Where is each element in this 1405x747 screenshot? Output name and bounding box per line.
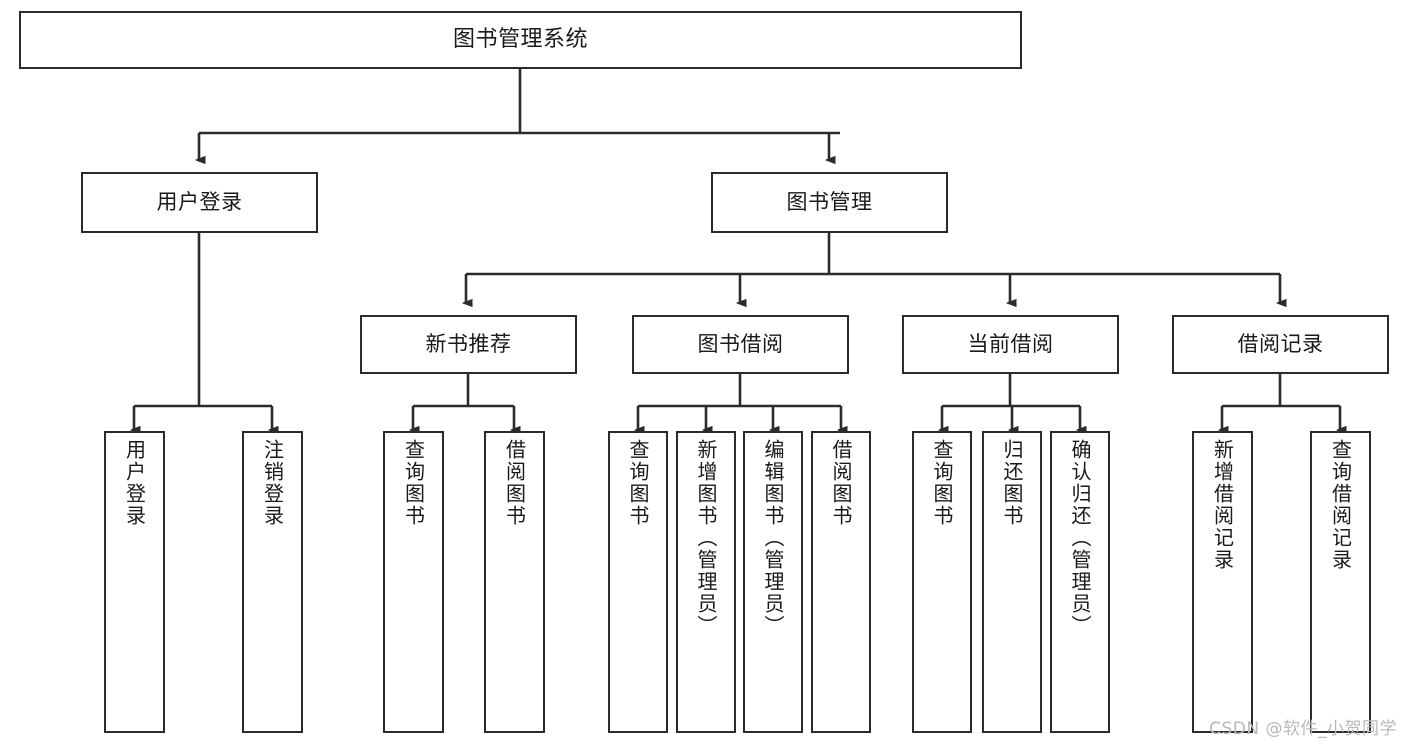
node-label: 新增借阅记录: [1210, 439, 1235, 571]
node-root-system[interactable]: 图书管理系统: [19, 11, 1022, 69]
leaf-current-borrow-confirm-return-admin[interactable]: 确认归还（管理员）: [1050, 431, 1110, 733]
leaf-book-borrow-borrow-book[interactable]: 借阅图书: [811, 431, 871, 733]
node-label: 用户登录: [156, 189, 243, 214]
node-label: 查询图书: [626, 439, 650, 527]
node-label: 借阅图书: [829, 439, 853, 527]
node-label: 图书借阅: [697, 331, 784, 356]
node-borrow-record[interactable]: 借阅记录: [1172, 315, 1389, 374]
leaf-book-borrow-query-book[interactable]: 查询图书: [608, 431, 668, 733]
leaf-book-borrow-edit-book-admin[interactable]: 编辑图书（管理员）: [743, 431, 803, 733]
node-label: 新书推荐: [425, 331, 512, 356]
node-label: 查询图书: [401, 439, 426, 527]
node-label: 编辑图书（管理员）: [761, 439, 785, 637]
node-current-borrow[interactable]: 当前借阅: [902, 315, 1119, 374]
leaf-current-borrow-query-book[interactable]: 查询图书: [912, 431, 972, 733]
node-label: 用户登录: [122, 439, 147, 527]
node-user-login[interactable]: 用户登录: [81, 172, 318, 233]
node-label: 图书管理系统: [452, 26, 588, 52]
leaf-new-book-borrow-book[interactable]: 借阅图书: [484, 431, 545, 733]
node-label: 归还图书: [1000, 439, 1024, 527]
leaf-user-login-login[interactable]: 用户登录: [104, 431, 165, 733]
node-book-borrow[interactable]: 图书借阅: [632, 315, 849, 374]
node-new-book-recommend[interactable]: 新书推荐: [360, 315, 577, 374]
node-label: 注销登录: [260, 439, 285, 527]
node-book-management[interactable]: 图书管理: [711, 172, 948, 233]
node-label: 查询图书: [930, 439, 954, 527]
leaf-user-login-logout[interactable]: 注销登录: [242, 431, 303, 733]
node-label: 查询借阅记录: [1328, 439, 1353, 571]
node-label: 确认归还（管理员）: [1068, 439, 1092, 637]
leaf-borrow-record-query-record[interactable]: 查询借阅记录: [1310, 431, 1371, 733]
node-label: 借阅记录: [1237, 331, 1324, 356]
leaf-new-book-query-book[interactable]: 查询图书: [383, 431, 444, 733]
csdn-watermark: CSDN @软件_小贺同学: [1209, 719, 1397, 739]
node-label: 借阅图书: [502, 439, 527, 527]
node-label: 图书管理: [786, 189, 873, 214]
node-label: 新增图书（管理员）: [694, 439, 718, 637]
leaf-current-borrow-return-book[interactable]: 归还图书: [982, 431, 1042, 733]
leaf-borrow-record-add-record[interactable]: 新增借阅记录: [1192, 431, 1253, 733]
node-label: 当前借阅: [967, 331, 1054, 356]
leaf-book-borrow-add-book-admin[interactable]: 新增图书（管理员）: [676, 431, 736, 733]
